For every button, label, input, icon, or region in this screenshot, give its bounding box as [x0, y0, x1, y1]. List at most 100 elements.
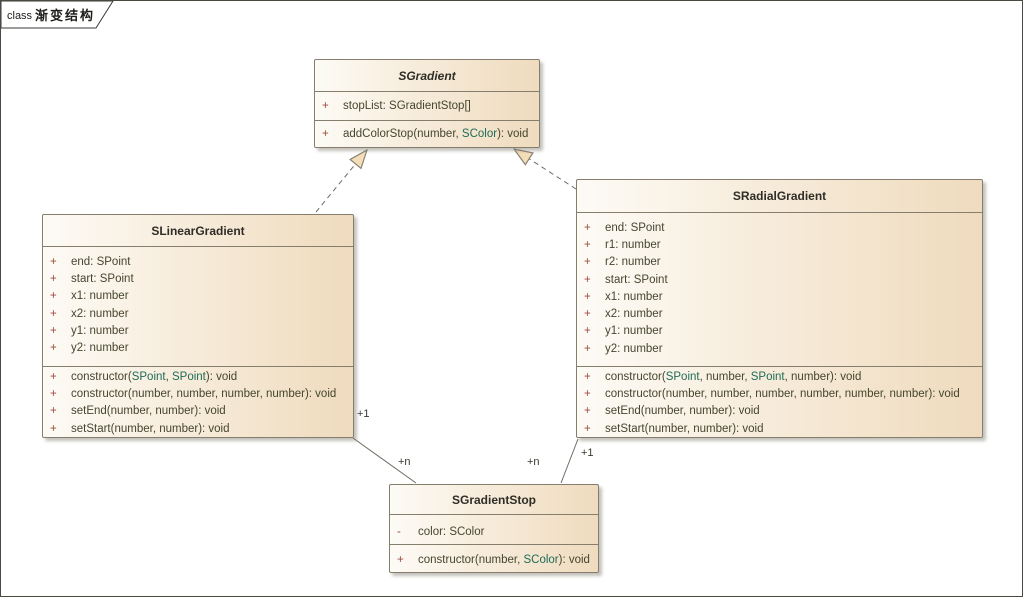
operation-signature: setStart(number, number): void: [71, 422, 230, 435]
association-sradialgradient-sgradientstop[interactable]: [560, 438, 579, 484]
operation-signature: constructor(SPoint, number, SPoint, numb…: [605, 370, 862, 383]
multiplicity-label-sgradientstop-right-end: +n: [527, 456, 540, 468]
visibility-marker: +: [584, 273, 591, 286]
operation-row: + constructor(number, number, number, num…: [43, 385, 353, 402]
operations-compartment: + constructor(SPoint, SPoint): void + const…: [43, 366, 353, 437]
attribute-row: + r1: number: [577, 236, 982, 253]
attribute-signature: stopList: SGradientStop[]: [343, 99, 471, 112]
attribute-signature: r1: number: [605, 238, 661, 251]
operation-signature: setEnd(number, number): void: [71, 405, 226, 418]
class-title: SRadialGradient: [577, 180, 982, 213]
operation-row: +setStart(number, number): void: [577, 420, 982, 437]
operation-row: + setEnd(number, number): void: [43, 403, 353, 420]
visibility-marker: +: [50, 255, 57, 268]
operations-compartment: + constructor(number, SColor): void: [390, 544, 598, 572]
visibility-marker: +: [50, 387, 57, 400]
visibility-marker: +: [50, 290, 57, 303]
attribute-signature: start: SPoint: [605, 273, 668, 286]
visibility-marker: +: [50, 405, 57, 418]
attribute-signature: y1: number: [71, 324, 129, 337]
operation-signature: setStart(number, number): void: [605, 422, 764, 435]
attribute-row: + x1: number: [43, 288, 353, 305]
operation-signature: constructor(number, number, number, numb…: [71, 387, 337, 400]
attribute-signature: x2: number: [71, 307, 129, 320]
attribute-row: + y1: number: [577, 323, 982, 340]
attribute-row: + start: SPoint: [43, 270, 353, 287]
attribute-row: + stopList: SGradientStop[]: [315, 97, 539, 114]
attribute-signature: x2: number: [605, 308, 663, 321]
frame-tab-shape: [1, 1, 114, 29]
visibility-marker: +: [584, 221, 591, 234]
class-title: SGradientStop: [390, 485, 598, 515]
visibility-marker: +: [50, 422, 57, 435]
attribute-signature: y2: number: [71, 342, 129, 355]
operation-row: +addColorStop(number, SColor): void: [315, 125, 539, 142]
attribute-signature: end: SPoint: [605, 221, 665, 234]
attribute-row: + start: SPoint: [577, 271, 982, 288]
multiplicity-label-sgradientstop-left-end: +n: [398, 456, 411, 468]
class-box-slineargradient[interactable]: SLinearGradient + end: SPoint + start: SPoi…: [42, 214, 354, 438]
visibility-marker: +: [397, 553, 404, 566]
attribute-row: + r2: number: [577, 254, 982, 271]
association-slineargradient-sgradientstop[interactable]: [352, 437, 417, 484]
visibility-marker: +: [322, 99, 329, 112]
operation-row: + constructor(SPoint, number, SPoint, num…: [577, 368, 982, 385]
attribute-signature: start: SPoint: [71, 272, 134, 285]
operation-signature: setEnd(number, number): void: [605, 405, 760, 418]
visibility-marker: +: [584, 342, 591, 355]
operation-signature: constructor(number, SColor): void: [418, 553, 590, 566]
operations-compartment: +addColorStop(number, SColor): void: [315, 120, 539, 147]
visibility-marker: +: [50, 370, 57, 383]
attribute-signature: color: SColor: [418, 525, 485, 538]
multiplicity-label-slineargradient-end: +1: [357, 408, 370, 420]
visibility-marker: +: [50, 272, 57, 285]
visibility-marker: +: [584, 370, 591, 383]
attribute-row: + x2: number: [43, 305, 353, 322]
operation-row: +constructor(number, number, number, num…: [577, 385, 982, 402]
diagram-frame-tab: class 渐变结构: [1, 1, 114, 29]
visibility-marker: +: [584, 325, 591, 338]
attribute-signature: x1: number: [71, 290, 129, 303]
class-title: SLinearGradient: [43, 215, 353, 247]
multiplicity-label-sradialgradient-end: +1: [581, 447, 594, 459]
visibility-marker: -: [397, 525, 401, 538]
visibility-marker: +: [584, 387, 591, 400]
operation-signature: addColorStop(number, SColor): void: [343, 127, 529, 140]
generalization-slineargradient-to-sgradient[interactable]: [315, 150, 367, 213]
attributes-compartment: + stopList: SGradientStop[]: [315, 92, 539, 120]
attribute-row: + x1: number: [577, 288, 982, 305]
attribute-signature: x1: number: [605, 290, 663, 303]
class-box-sgradientstop[interactable]: SGradientStop - color: SColor + constructo…: [389, 484, 599, 573]
generalization-sradialgradient-to-sgradient[interactable]: [514, 149, 577, 190]
attribute-signature: r2: number: [605, 256, 661, 269]
attributes-compartment: + end: SPoint + start: SPoint + x1: number + x2…: [43, 247, 353, 366]
class-title: SGradient: [315, 60, 539, 92]
operation-signature: constructor(SPoint, SPoint): void: [71, 370, 238, 383]
frame-tab-title: 渐变结构: [35, 8, 95, 23]
visibility-marker: +: [50, 324, 57, 337]
operation-row: + constructor(SPoint, SPoint): void: [43, 368, 353, 385]
frame-tab-keyword: class: [7, 10, 33, 22]
attribute-row: +x2: number: [577, 305, 982, 322]
visibility-marker: +: [50, 342, 57, 355]
attribute-row: + end: SPoint: [43, 253, 353, 270]
attribute-row: - color: SColor: [390, 523, 598, 540]
class-box-sradialgradient[interactable]: SRadialGradient +end: SPoint+r1: number+…: [576, 179, 983, 438]
attribute-signature: y2: number: [605, 342, 663, 355]
attribute-row: + y2: number: [577, 340, 982, 357]
class-box-sgradient[interactable]: SGradient + stopList: SGradientStop[] +ad…: [314, 59, 540, 148]
visibility-marker: +: [584, 238, 591, 251]
attribute-signature: end: SPoint: [71, 255, 131, 268]
visibility-marker: +: [50, 307, 57, 320]
visibility-marker: +: [584, 256, 591, 269]
attribute-signature: y1: number: [605, 325, 663, 338]
operation-row: + constructor(number, SColor): void: [390, 551, 598, 568]
visibility-marker: +: [584, 405, 591, 418]
operation-row: + setStart(number, number): void: [43, 420, 353, 437]
operation-row: + setEnd(number, number): void: [577, 403, 982, 420]
attribute-row: + y1: number: [43, 322, 353, 339]
visibility-marker: +: [584, 290, 591, 303]
attribute-row: + y2: number: [43, 339, 353, 356]
